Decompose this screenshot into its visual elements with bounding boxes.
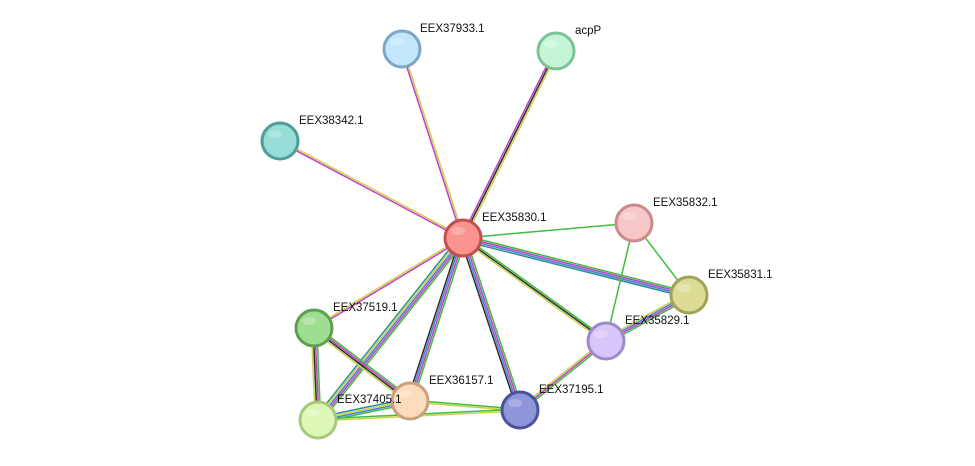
node-highlight: [268, 130, 282, 138]
edge-evidence-line: [315, 325, 413, 400]
node-label: EEX35829.1: [625, 315, 690, 327]
node-EEX38342.1[interactable]: [260, 121, 300, 161]
node-label: EEX37405.1: [337, 394, 402, 406]
node-circle[interactable]: [298, 400, 338, 440]
node-EEX35831.1[interactable]: [669, 275, 709, 315]
edge-EEX35830.1-EEX35832.1: [462, 222, 635, 239]
edge-EEX35830.1-EEX35829.1: [461, 235, 608, 344]
node-circle[interactable]: [669, 275, 709, 315]
edge-evidence-line: [411, 238, 467, 403]
node-label: EEX37933.1: [420, 23, 485, 35]
edge-evidence-line: [279, 141, 463, 240]
node-EEX37933.1[interactable]: [382, 29, 422, 69]
node-circle[interactable]: [586, 321, 626, 361]
node-EEX37519.1[interactable]: [294, 308, 334, 348]
edge-EEX35830.1-EEX36157.1: [406, 236, 467, 403]
edge-evidence-line: [463, 236, 690, 295]
node-EEX37405.1[interactable]: [298, 400, 338, 440]
edge-evidence-line: [406, 236, 462, 401]
node-circle[interactable]: [536, 31, 576, 71]
node-label: EEX37519.1: [333, 302, 398, 314]
node-highlight: [390, 38, 404, 46]
node-label: EEX38342.1: [299, 115, 364, 127]
node-acpP[interactable]: [536, 31, 576, 71]
node-label: EEX35831.1: [708, 269, 773, 281]
edge-EEX35830.1-EEX37405.1: [314, 235, 467, 423]
edge-evidence-line: [462, 239, 689, 299]
edge-evidence-line: [317, 237, 464, 421]
edge-EEX35830.1-EEX37195.1: [459, 236, 524, 412]
node-highlight: [306, 409, 320, 417]
node-label: EEX36157.1: [429, 375, 494, 387]
edge-evidence-line: [462, 222, 635, 239]
node-circle[interactable]: [294, 308, 334, 348]
nodes-layer: [260, 29, 709, 440]
node-highlight: [451, 227, 465, 235]
edge-evidence-line: [459, 238, 519, 412]
edge-evidence-line: [461, 238, 520, 411]
node-circle[interactable]: [614, 203, 654, 243]
edge-evidence-line: [460, 49, 556, 238]
edge-evidence-line: [314, 326, 411, 401]
node-label: EEX35832.1: [653, 197, 718, 209]
node-circle[interactable]: [260, 121, 300, 161]
edge-evidence-line: [463, 235, 608, 341]
node-highlight: [594, 330, 608, 338]
edge-evidence-line: [311, 329, 409, 404]
edge-evidence-line: [320, 239, 467, 423]
node-circle[interactable]: [500, 390, 540, 430]
edge-evidence-line: [408, 237, 463, 401]
node-highlight: [622, 212, 636, 220]
edge-evidence-line: [280, 139, 464, 238]
edge-evidence-line: [464, 236, 524, 410]
node-highlight: [677, 284, 691, 292]
edge-evidence-line: [463, 234, 690, 294]
node-EEX37195.1[interactable]: [500, 390, 540, 430]
node-highlight: [508, 399, 522, 407]
edge-EEX35830.1-EEX35831.1: [462, 234, 690, 299]
edge-EEX35830.1-EEX38342.1: [279, 139, 464, 240]
node-EEX35829.1[interactable]: [586, 321, 626, 361]
edge-evidence-line: [402, 48, 465, 238]
node-label: EEX35830.1: [482, 212, 547, 224]
edge-evidence-line: [313, 236, 463, 328]
node-EEX35832.1[interactable]: [614, 203, 654, 243]
edge-evidence-line: [410, 238, 465, 402]
edge-evidence-line: [313, 328, 410, 403]
edge-evidence-line: [461, 238, 606, 344]
edge-EEX35830.1-acpP: [460, 49, 559, 240]
node-circle[interactable]: [390, 381, 430, 421]
edge-evidence-line: [318, 238, 465, 422]
node-circle[interactable]: [443, 218, 483, 258]
node-highlight: [302, 317, 316, 325]
node-label: EEX37195.1: [539, 384, 604, 396]
edge-evidence-line: [314, 235, 461, 419]
edge-EEX35830.1-EEX37519.1: [313, 236, 464, 330]
edge-evidence-line: [463, 51, 559, 240]
edge-evidence-line: [462, 238, 689, 297]
node-highlight: [544, 40, 558, 48]
node-EEX35830.1[interactable]: [443, 218, 483, 258]
labels-layer: EEX35830.1 EEX37933.1 acpP EEX38342.1EEX358…: [299, 23, 773, 406]
edge-EEX37519.1-EEX36157.1: [311, 325, 413, 404]
edge-evidence-line: [400, 49, 463, 239]
node-label: acpP: [575, 25, 602, 37]
edge-evidence-line: [462, 50, 557, 239]
edge-EEX35832.1-EEX35829.1: [605, 222, 635, 342]
edge-evidence-line: [314, 238, 464, 330]
node-highlight: [398, 390, 412, 398]
edge-evidence-line: [462, 237, 607, 342]
edge-evidence-line: [605, 222, 635, 342]
node-circle[interactable]: [382, 29, 422, 69]
node-EEX36157.1[interactable]: [390, 381, 430, 421]
edge-evidence-line: [316, 236, 463, 420]
edge-EEX35830.1-EEX37933.1: [400, 48, 465, 239]
edge-evidence-line: [463, 237, 522, 410]
